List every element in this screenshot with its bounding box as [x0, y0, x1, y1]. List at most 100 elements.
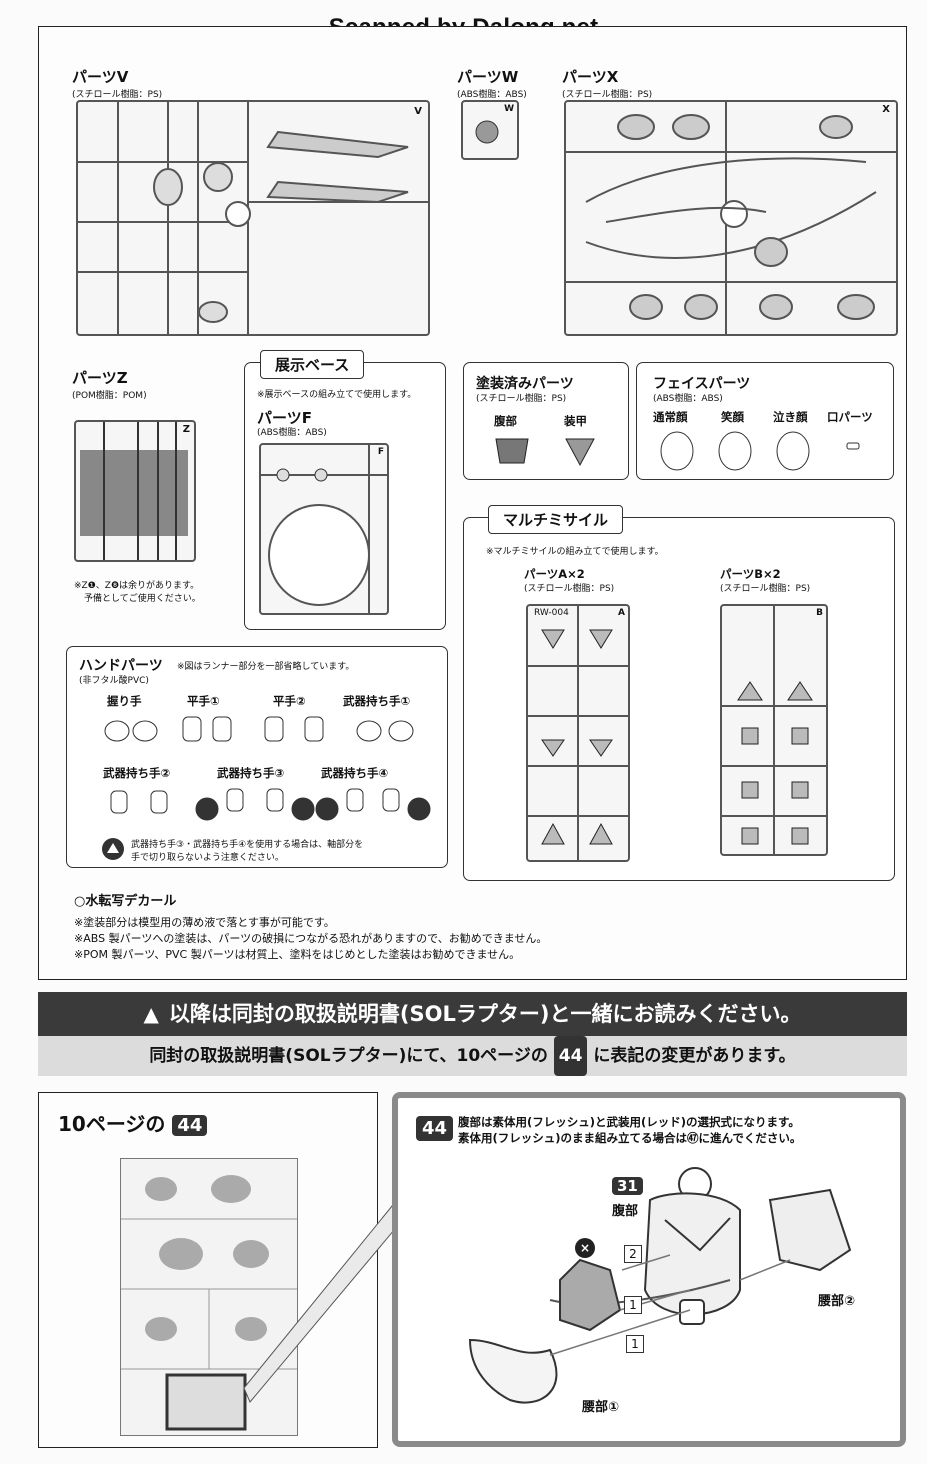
runner-x-drawing [566, 102, 896, 334]
parts-z-material: (POM樹脂：POM) [72, 391, 147, 401]
arrow-step-2: 2 [624, 1245, 642, 1263]
display-base-note: ※展示ベースの組み立てで使用します。 [257, 390, 417, 400]
parts-v-material: (スチロール樹脂：PS) [72, 90, 163, 100]
face-parts-box: フェイスパーツ (ABS樹脂：ABS) 通常顔 笑顔 泣き顔 口パーツ [636, 362, 894, 480]
page10-thumbnail [120, 1158, 298, 1436]
face-title: フェイスパーツ [653, 376, 751, 392]
display-base-tag: 展示ベース [260, 350, 365, 379]
decal-note-3: ※POM 製パーツ、PVC 製パーツは材質上、塗料をはじめとした塗装はお勧めでき… [74, 948, 521, 961]
parts-v-header: パーツV (スチロール樹脂：PS) [72, 66, 162, 100]
runner-a-letter: A [618, 608, 625, 618]
painted-material: (スチロール樹脂：PS) [476, 394, 567, 404]
parts-f-name: パーツF [257, 409, 312, 427]
arrow-step-1a: 1 [624, 1296, 642, 1314]
runner-z-drawing [80, 422, 188, 560]
runner-f-drawing [261, 445, 387, 613]
hand-warning-line2: 手で切り取らないよう注意ください。 [131, 853, 284, 863]
runner-x-letter: X [882, 104, 890, 115]
runner-v: V [76, 100, 430, 336]
face-smile-label: 笑顔 [721, 410, 744, 424]
page10-header: 10ページの 44 [58, 1108, 208, 1137]
page10-step-number: 44 [172, 1115, 208, 1136]
painted-item-armor: 装甲 [564, 414, 587, 428]
runner-a: RW-004 A [526, 604, 630, 862]
parts-b-material: (スチロール樹脂：PS) [720, 584, 811, 594]
face-mouth-label: 口パーツ [827, 410, 873, 424]
face-material: (ABS樹脂：ABS) [653, 394, 723, 404]
hand-title: ハンドパーツ [79, 658, 163, 674]
part31-number: 31 [612, 1177, 643, 1195]
parts-f-material: (ABS樹脂：ABS) [257, 428, 327, 438]
warning-cut-icon [102, 838, 124, 860]
step44-assembly-drawing: × [468, 1167, 852, 1404]
hand-weapon1-label: 武器持ち手① [343, 694, 411, 708]
arrow-step-1b: 1 [626, 1335, 644, 1353]
runner-v-drawing [78, 102, 428, 334]
step44-line2: 素体用(フレッシュ)のまま組み立てる場合は㊼に進んでください。 [458, 1131, 802, 1145]
parts-w-name: パーツW [457, 68, 519, 86]
parts-z-note-line1: ※Z❶、Z❽は余りがあります。 [74, 581, 200, 591]
decal-section: ○水転写デカール ※塗装部分は模型用の薄め液で落とす事が可能です。 ※ABS 製… [74, 890, 547, 963]
change-banner-text-post: に表記の変更があります。 [593, 1046, 796, 1066]
hand-flat2-label: 平手② [273, 694, 306, 708]
runner-a-code: RW-004 [534, 608, 569, 618]
parts-x-header: パーツX (スチロール樹脂：PS) [562, 66, 652, 100]
painted-parts-box: 塗装済みパーツ (スチロール樹脂：PS) 腹部 装甲 [463, 362, 629, 480]
parts-w-material: (ABS樹脂：ABS) [457, 90, 527, 100]
painted-title: 塗装済みパーツ [476, 376, 574, 392]
face-drawings [660, 431, 860, 471]
runner-w-drawing [475, 120, 499, 144]
decal-note-1: ※塗装部分は模型用の薄め液で落とす事が可能です。 [74, 916, 335, 929]
parts-a-material: (スチロール樹脂：PS) [524, 584, 615, 594]
painted-item-abdomen: 腹部 [494, 414, 517, 428]
change-banner-step-number: 44 [553, 1036, 588, 1076]
hand-weapon3-label: 武器持ち手③ [217, 766, 285, 780]
runner-f-letter: F [377, 447, 384, 457]
page10-label: 10ページの [58, 1112, 166, 1136]
abdomen-label: 腹部 [612, 1204, 639, 1219]
hand-warning-line1: 武器持ち手③・武器持ち手④を使用する場合は、軸部分を [131, 840, 364, 850]
parts-z-name: パーツZ [72, 369, 128, 387]
runner-x: X [564, 100, 898, 336]
hand-weapon4-label: 武器持ち手④ [321, 766, 389, 780]
runner-w-letter: W [504, 104, 514, 114]
runner-w: W [461, 100, 519, 160]
notice-banner-text: 以降は同封の取扱説明書(SOLラプター)と一緒にお読みください。 [168, 1002, 802, 1026]
runner-b: B [720, 604, 828, 856]
parts-w-header: パーツW (ABS樹脂：ABS) [457, 66, 527, 100]
hand-flat1-label: 平手① [187, 694, 220, 708]
hand-row1-drawings [104, 716, 414, 742]
parts-z-note: ※Z❶、Z❽は余りがあります。 予備としてご使用ください。 [74, 580, 201, 606]
runner-a-drawing [528, 606, 628, 860]
missile-box: ※マルチミサイルの組み立てで使用します。 パーツA×2 (スチロール樹脂：PS)… [463, 517, 895, 881]
runner-v-letter: V [414, 106, 422, 117]
step44-line1: 腹部は素体用(フレッシュ)と武装用(レッド)の選択式になります。 [458, 1115, 800, 1129]
page10-thumbnail-drawing [121, 1175, 297, 1431]
notice-banner: ▲ 以降は同封の取扱説明書(SOLラプター)と一緒にお読みください。 [38, 992, 907, 1036]
waist1-label: 腰部① [582, 1400, 620, 1415]
runner-b-drawing [722, 606, 826, 854]
hand-grip-label: 握り手 [107, 694, 142, 708]
parts-x-name: パーツX [562, 68, 619, 86]
parts-b-name: パーツB×2 [720, 567, 781, 581]
hand-row2-drawings [110, 788, 431, 821]
step44-number: 44 [416, 1116, 454, 1141]
waist2-label: 腰部② [818, 1294, 856, 1309]
hand-weapon2-label: 武器持ち手② [103, 766, 171, 780]
runner-z-letter: Z [182, 424, 190, 435]
change-banner-text-pre: 同封の取扱説明書(SOLラプター)にて、10ページの [149, 1046, 548, 1066]
parts-a-name: パーツA×2 [524, 567, 585, 581]
runner-z: Z [74, 420, 196, 562]
hand-parts-box: ハンドパーツ ※図はランナー部分を一部省略しています。 (非フタル酸PVC) 握… [66, 646, 448, 868]
face-normal-label: 通常顔 [653, 410, 688, 424]
step44-header: 44 [416, 1116, 454, 1141]
step44-text: 腹部は素体用(フレッシュ)と武装用(レッド)の選択式になります。 素体用(フレッ… [458, 1114, 801, 1146]
hand-warning: 武器持ち手③・武器持ち手④を使用する場合は、軸部分を 手で切り取らないよう注意く… [131, 839, 363, 865]
hand-material: (非フタル酸PVC) [79, 676, 149, 686]
missile-note: ※マルチミサイルの組み立てで使用します。 [486, 547, 664, 557]
change-banner: 同封の取扱説明書(SOLラプター)にて、10ページの 44 に表記の変更がありま… [38, 1036, 907, 1076]
parts-v-name: パーツV [72, 68, 129, 86]
display-base-box: ※展示ベースの組み立てで使用します。 パーツF (ABS樹脂：ABS) F [244, 362, 446, 630]
warning-icon: ▲ [143, 1002, 159, 1026]
svg-text:×: × [580, 1241, 590, 1255]
